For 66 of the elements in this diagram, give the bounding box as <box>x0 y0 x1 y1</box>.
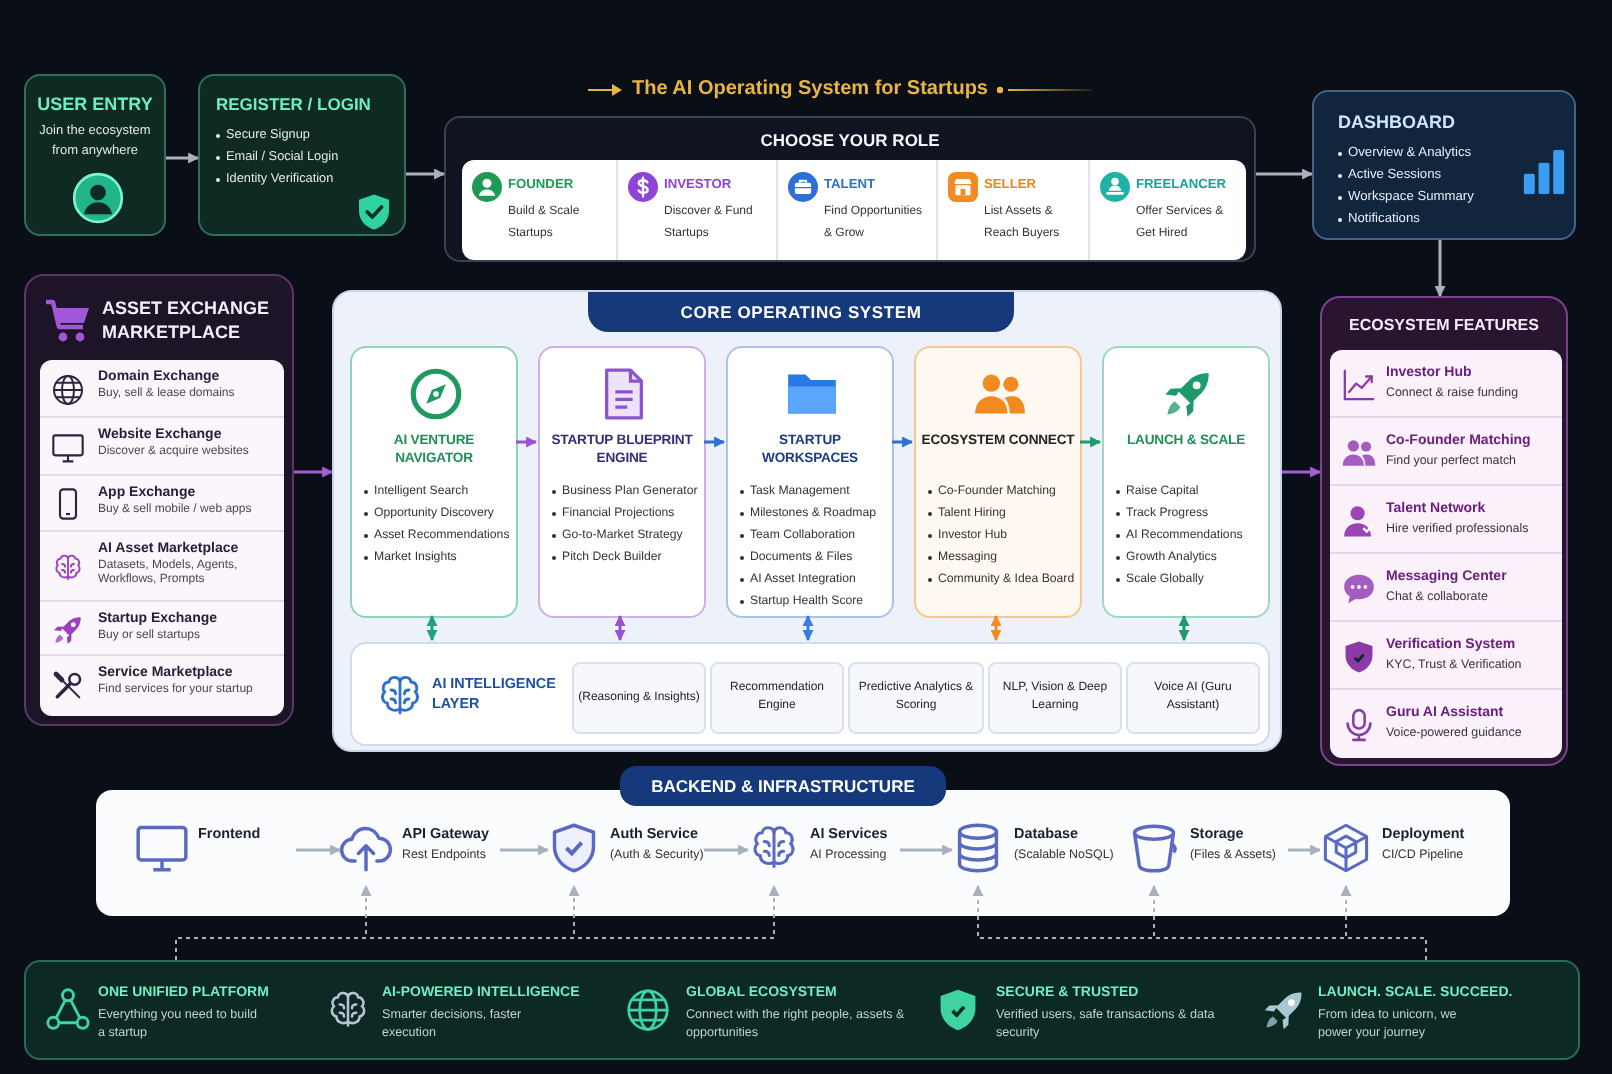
module-card <box>726 346 894 618</box>
role-card <box>618 160 778 260</box>
feature-row <box>1330 690 1562 758</box>
arrow <box>704 436 726 448</box>
feature-row <box>1330 486 1562 554</box>
marketplace-row <box>40 476 284 532</box>
feature-row <box>1330 622 1562 690</box>
module-card <box>1102 346 1270 618</box>
entry-card <box>24 74 166 236</box>
core-system-panel <box>332 290 1282 752</box>
marketplace-row <box>40 602 284 656</box>
arrow <box>704 844 750 856</box>
role-panel <box>444 116 1256 262</box>
tagline: The AI Operating System for Startups <box>632 76 988 102</box>
section-heading: CORE OPERATING SYSTEM <box>588 292 1014 332</box>
double-arrow <box>426 614 438 642</box>
role-card <box>938 160 1090 260</box>
feature-row <box>1330 350 1562 418</box>
module-card <box>538 346 706 618</box>
feature-row <box>1330 418 1562 486</box>
ai-capability-tile <box>1126 662 1260 734</box>
ai-capability-tile <box>848 662 984 734</box>
arrow <box>516 436 538 448</box>
card-title: USER ENTRY <box>37 94 153 118</box>
section-heading: BACKEND & INFRASTRUCTURE <box>620 766 946 806</box>
features-panel <box>1320 296 1568 766</box>
double-arrow <box>614 614 626 642</box>
feature-row <box>1330 554 1562 622</box>
arrow <box>1256 168 1314 180</box>
marketplace-panel <box>24 274 294 726</box>
arrow <box>1288 844 1322 856</box>
arrow <box>166 152 200 164</box>
double-arrow <box>802 614 814 642</box>
ai-capability-tile <box>988 662 1122 734</box>
marketplace-row <box>40 656 284 716</box>
benefits-band <box>24 960 1580 1060</box>
double-arrow <box>990 614 1002 642</box>
card-title: DASHBOARD <box>1338 112 1455 136</box>
marketplace-row <box>40 360 284 418</box>
dashed-arrow <box>1340 884 1427 961</box>
section-heading: ECOSYSTEM FEATURES <box>1349 316 1539 337</box>
marketplace-row <box>40 418 284 476</box>
double-arrow <box>1178 614 1190 642</box>
arrow <box>900 844 954 856</box>
section-heading: ASSET EXCHANGE MARKETPLACE <box>102 298 272 345</box>
arrow <box>500 844 550 856</box>
arrow <box>1434 240 1446 298</box>
module-card <box>350 346 518 618</box>
arrow <box>1282 466 1322 478</box>
intelligence-layer-panel <box>350 642 1270 746</box>
card-title: REGISTER / LOGIN <box>216 94 371 117</box>
arrow <box>1080 436 1102 448</box>
ai-capability-tile <box>710 662 844 734</box>
role-card <box>1090 160 1246 260</box>
arrow <box>296 844 342 856</box>
login-card <box>198 74 406 236</box>
arrow <box>294 466 334 478</box>
marketplace-row <box>40 532 284 602</box>
role-card <box>778 160 938 260</box>
role-card <box>462 160 618 260</box>
dashboard-card <box>1312 90 1576 240</box>
arrow <box>406 168 446 180</box>
module-card <box>914 346 1082 618</box>
arrow <box>892 436 914 448</box>
ai-capability-tile <box>572 662 706 734</box>
section-heading: CHOOSE YOUR ROLE <box>760 130 940 153</box>
